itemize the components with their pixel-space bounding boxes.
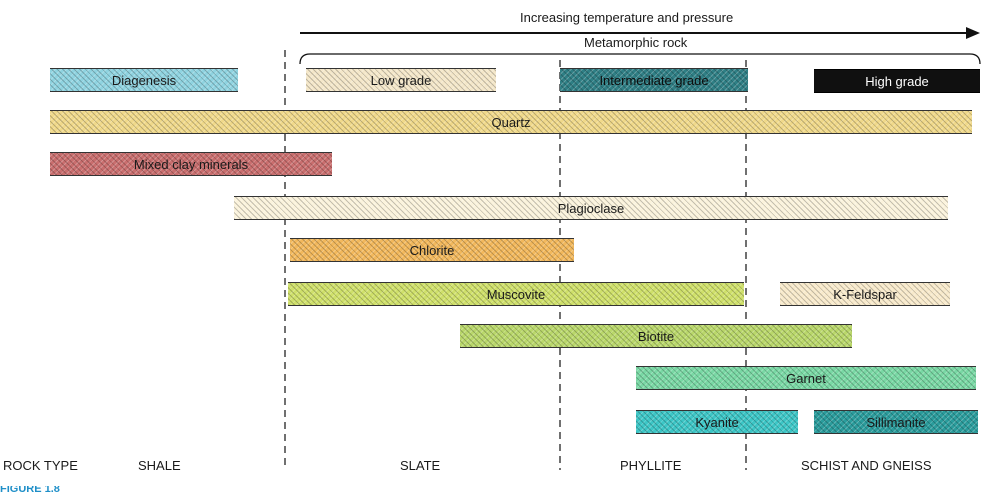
- grade-label: Intermediate grade: [599, 72, 709, 88]
- rock-type-phyllite: PHYLLITE: [620, 458, 682, 473]
- mineral-bar-biotite: Biotite: [460, 324, 852, 348]
- rock-type-schist-gneiss: SCHIST AND GNEISS: [801, 458, 932, 473]
- mineral-bar-kyanite: Kyanite: [636, 410, 798, 434]
- grade-bar-intermediate: Intermediate grade: [560, 68, 748, 92]
- mineral-label: K-Feldspar: [833, 286, 897, 302]
- grade-label: High grade: [865, 73, 929, 89]
- mineral-label: Mixed clay minerals: [133, 156, 249, 172]
- grade-label: Low grade: [370, 72, 432, 88]
- figure-caption-fragment: FIGURE 1.8: [0, 486, 60, 492]
- mineral-label: Muscovite: [486, 286, 546, 302]
- metamorphic-brace: [299, 53, 981, 65]
- mineral-label: Kyanite: [695, 414, 739, 430]
- mineral-label: Plagioclase: [557, 200, 625, 216]
- mineral-label: Chlorite: [409, 242, 455, 258]
- arrow-label: Increasing temperature and pressure: [520, 10, 734, 25]
- mineral-bar-muscovite: Muscovite: [288, 282, 744, 306]
- grade-bar-low: Low grade: [306, 68, 496, 92]
- arrow-head-icon: [966, 27, 980, 39]
- mineral-bar-sillimanite: Sillimanite: [814, 410, 978, 434]
- mineral-bar-plagioclase: Plagioclase: [234, 196, 948, 220]
- grade-bar-diagenesis: Diagenesis: [50, 68, 238, 92]
- mineral-bar-chlorite: Chlorite: [290, 238, 574, 262]
- mineral-bar-k-feldspar: K-Feldspar: [780, 282, 950, 306]
- grade-label: Diagenesis: [111, 72, 177, 88]
- rock-type-shale: SHALE: [138, 458, 181, 473]
- mineral-bar-quartz: Quartz: [50, 110, 972, 134]
- mineral-bar-garnet: Garnet: [636, 366, 976, 390]
- rock-type-header: ROCK TYPE: [3, 458, 78, 473]
- grade-bar-high: High grade: [814, 69, 980, 93]
- mineral-label: Quartz: [491, 114, 531, 130]
- mineral-label: Sillimanite: [866, 414, 926, 430]
- mineral-label: Biotite: [637, 328, 675, 344]
- mineral-label: Garnet: [786, 370, 826, 386]
- mineral-bar-mixed-clay: Mixed clay minerals: [50, 152, 332, 176]
- rock-type-slate: SLATE: [400, 458, 441, 473]
- brace-label: Metamorphic rock: [584, 35, 688, 50]
